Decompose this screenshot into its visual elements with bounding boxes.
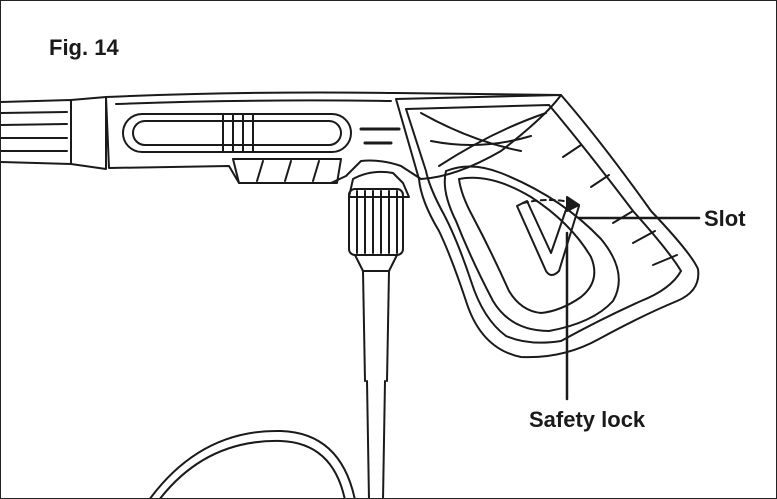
- safety-lock-lever: [516, 196, 580, 276]
- safety-lock-callout: Safety lock: [529, 407, 646, 432]
- handle: [395, 94, 700, 359]
- hose-coil: [149, 429, 356, 498]
- slot-callout: Slot: [704, 206, 746, 231]
- trigger: [458, 176, 596, 314]
- figure-title: Fig. 14: [49, 35, 119, 60]
- lance: [1, 96, 107, 170]
- body-window: [122, 113, 352, 153]
- gun-body: [105, 91, 562, 184]
- hose-connector: [348, 170, 410, 498]
- trigger-guard: [443, 165, 620, 332]
